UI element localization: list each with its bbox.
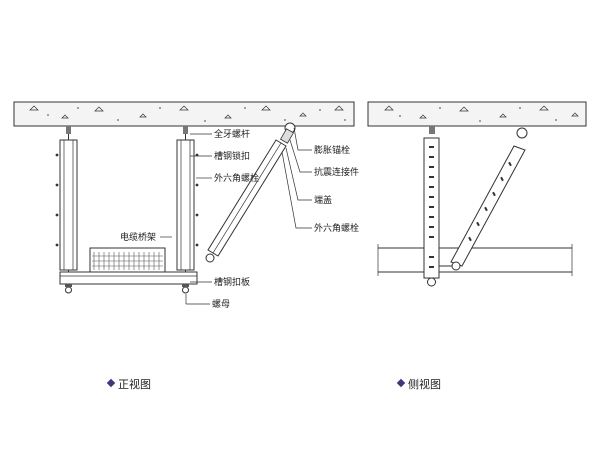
label-seismic-connector: 抗震连接件	[314, 166, 359, 178]
label-hex-bolt-lower: 外六角螺栓	[314, 222, 359, 234]
front-anchor-right	[183, 126, 188, 134]
side-seismic-brace	[439, 127, 528, 271]
front-caption-diamond-icon	[106, 378, 116, 388]
front-right-hanger	[176, 134, 199, 280]
label-nut: 螺母	[212, 299, 230, 310]
side-vertical-hanger	[423, 126, 440, 287]
front-view-caption: 正视图	[118, 377, 151, 391]
front-concrete-slab	[13, 101, 355, 127]
label-expansion-anchor: 膨胀锚栓	[314, 144, 350, 156]
label-end-cap: 端盖	[314, 194, 332, 206]
label-cable-tray: 电缆桥架	[120, 231, 156, 243]
front-left-hanger	[55, 134, 78, 280]
side-tray-band	[377, 244, 573, 276]
front-anchor-left	[66, 126, 71, 134]
side-view: 侧视图	[367, 101, 587, 391]
side-view-caption: 侧视图	[408, 377, 441, 391]
front-seismic-brace	[205, 122, 296, 263]
front-bottom-channel	[59, 271, 198, 294]
label-channel-clamp-plate: 槽钢扣板	[214, 276, 250, 288]
front-view: 全牙螺杆 槽钢锁扣 外六角螺栓 电缆桥架 槽钢扣板 螺母 膨胀锚栓 抗震连接件 …	[13, 101, 359, 391]
label-full-thread-rod: 全牙螺杆	[214, 128, 250, 140]
side-concrete-slab	[367, 101, 587, 127]
label-channel-lock: 槽钢锁扣	[214, 150, 250, 162]
label-hex-bolt-upper: 外六角螺栓	[214, 172, 259, 184]
side-caption-diamond-icon	[396, 378, 406, 388]
front-leader-lines	[160, 127, 312, 305]
cable-tray	[89, 247, 166, 273]
